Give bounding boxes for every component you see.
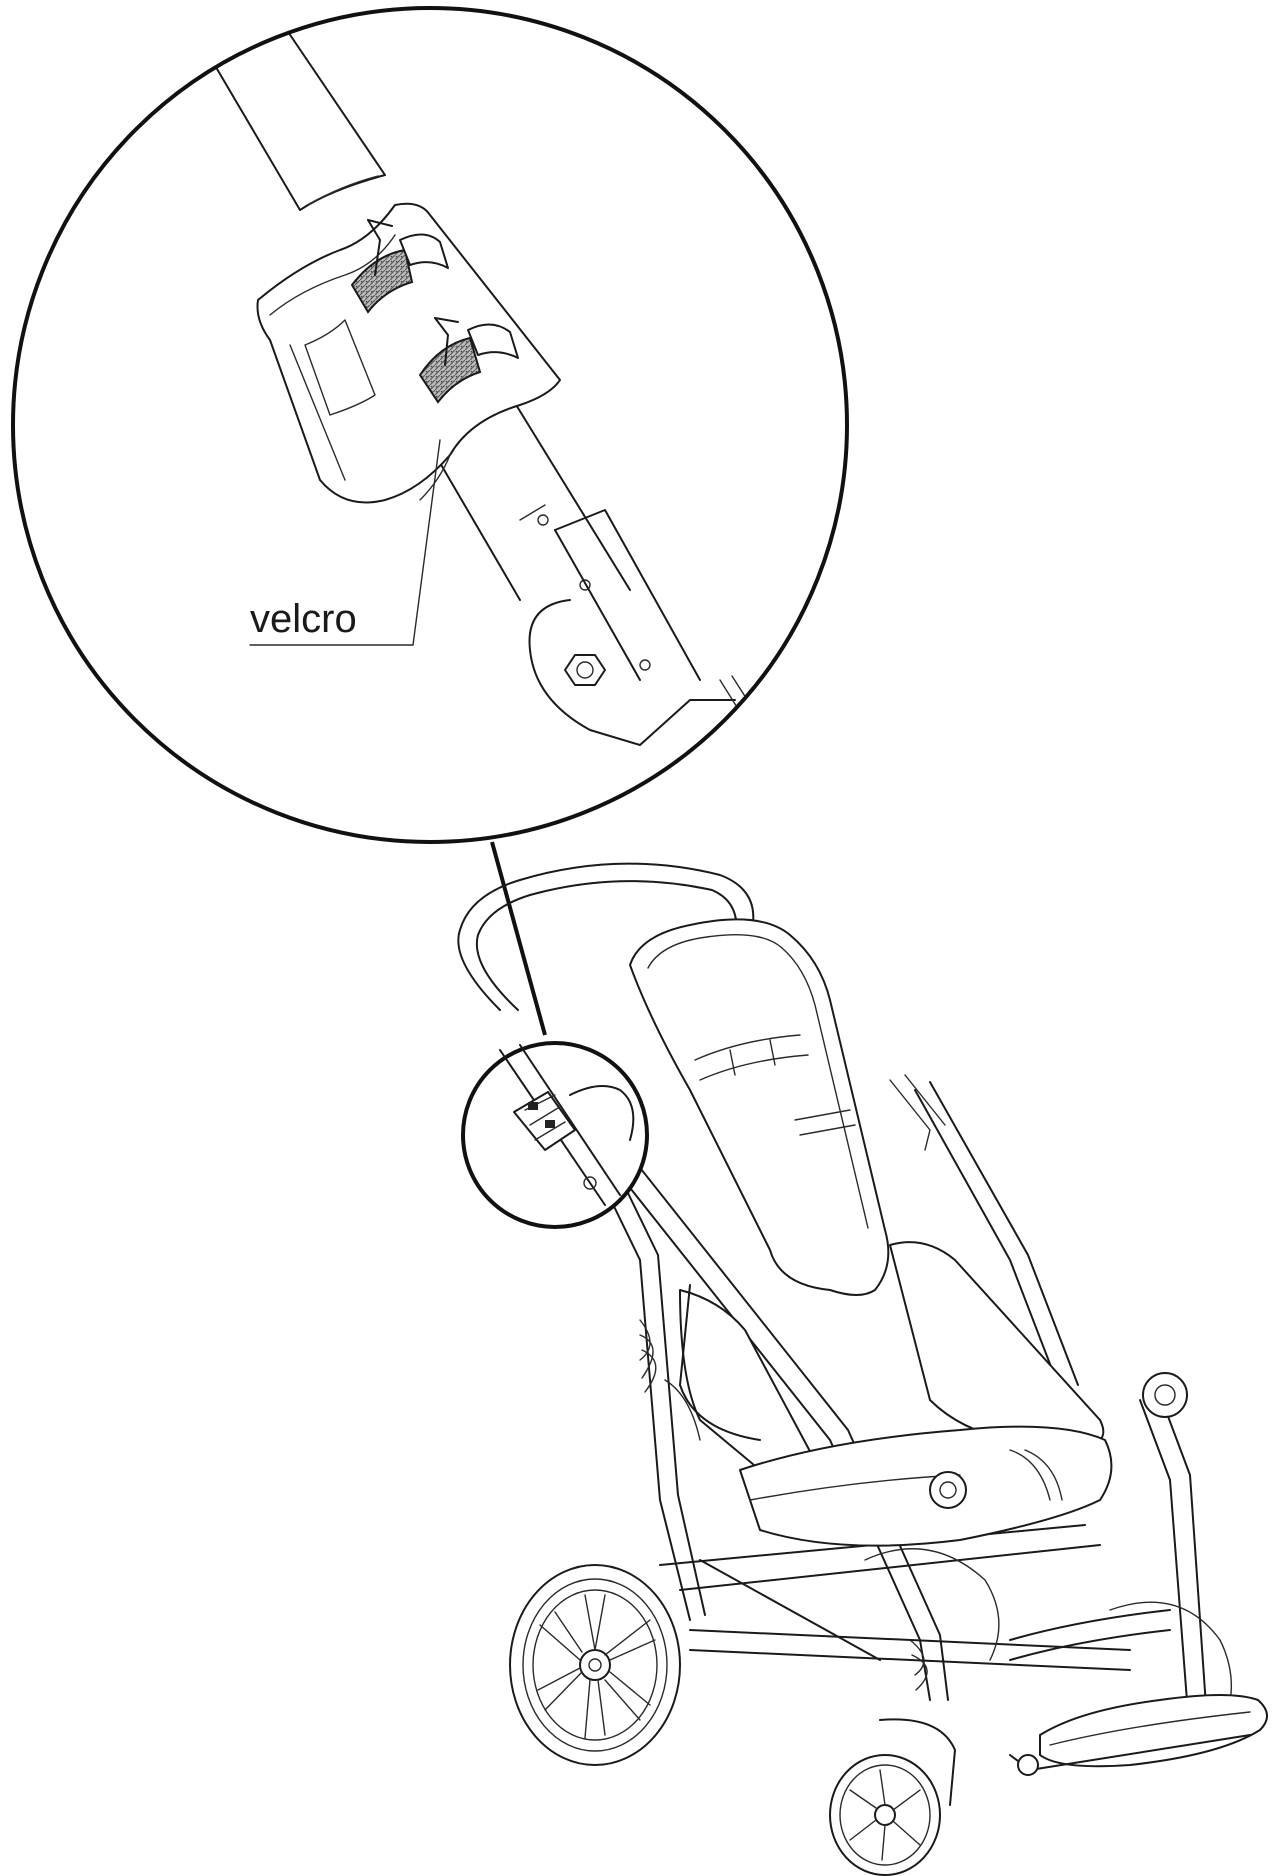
rear-wheel [509,1564,681,1766]
small-velcro-strap [528,1102,538,1110]
callout-leader [249,439,441,646]
small-detail-circle-group [461,1041,649,1229]
front-wheel [829,1718,956,1876]
footrest [1009,1609,1268,1776]
velcro-strap-upper [350,219,449,314]
detail-magnifier-circle [11,6,849,844]
velcro-callout-label: velcro [250,597,357,641]
seat-unit [629,918,1113,1547]
velcro-strap-lower [418,317,519,404]
velcro-straps [350,219,519,404]
detail-contents [199,19,756,746]
detail-magnifier: velcro [11,6,849,844]
detail-connector-line [490,841,547,1036]
headrest-pad [256,202,561,504]
